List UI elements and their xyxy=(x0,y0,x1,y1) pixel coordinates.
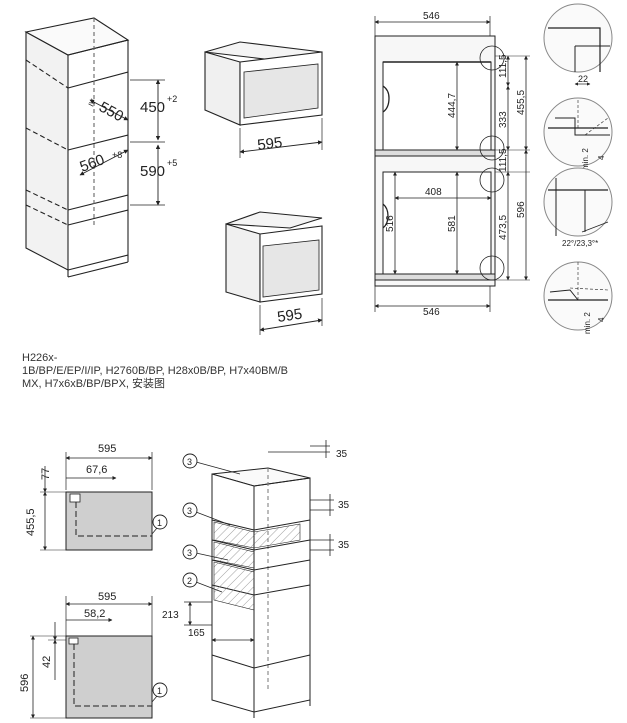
ventilation-callout-d-circle xyxy=(182,572,198,588)
section-lower-596: 596 xyxy=(516,201,527,218)
appliance-lower xyxy=(225,211,323,335)
appliance-upper-width: 595 xyxy=(256,134,283,154)
detail-4 xyxy=(543,261,613,331)
front-lower-height: 596 xyxy=(19,674,31,692)
detail-4-value: 4 xyxy=(597,317,606,322)
detail-1 xyxy=(543,3,613,86)
front-upper-67-6: 67,6 xyxy=(86,464,107,476)
section-upper-height-right: 455,5 xyxy=(516,90,527,115)
ventilation-callout-c-circle xyxy=(182,544,198,560)
detail-2 xyxy=(543,97,613,167)
detail-1-value: 22 xyxy=(578,74,588,84)
section-upper-inner-height: 444,7 xyxy=(447,93,458,118)
detail-3-angle: 22°/23,3°* xyxy=(562,239,598,248)
section-lower-111-5: 111,5 xyxy=(498,148,509,172)
niche-depth-prefix: ≥ xyxy=(87,96,98,109)
model-caption: H226x- 1B/BP/E/EP/I/IP, H2760B/BP, H28x0… xyxy=(22,352,362,391)
ventilation-35-b: 35 xyxy=(338,500,350,511)
ventilation-callout-a-circle xyxy=(182,453,198,469)
section-bottom-width: 546 xyxy=(423,307,440,318)
front-lower-58-2: 58,2 xyxy=(84,608,105,620)
ventilation-callout-a: 3 xyxy=(187,457,192,467)
section-lower-581: 581 xyxy=(447,215,458,232)
ventilation-35-a: 35 xyxy=(336,449,348,460)
niche-upper-height-label: 450 xyxy=(140,99,165,116)
ventilation-callout-c: 3 xyxy=(187,548,192,558)
front-upper-width: 595 xyxy=(98,443,116,455)
detail-3 xyxy=(543,167,613,237)
section-view xyxy=(374,16,530,312)
section-upper-333: 333 xyxy=(498,111,509,128)
ventilation-213: 213 xyxy=(162,610,179,621)
caption-line-1: H226x- xyxy=(22,352,58,364)
detail-2-value: 4 xyxy=(597,155,606,160)
front-upper xyxy=(40,452,168,551)
detail-4-min: min. 2 xyxy=(583,312,592,334)
niche-lower-height-label: 590 xyxy=(140,163,165,180)
front-upper-callout: 1 xyxy=(157,518,162,528)
front-upper-height: 455,5 xyxy=(25,508,37,536)
ventilation-callout-b: 3 xyxy=(187,506,192,516)
ventilation-callout-b-circle xyxy=(182,502,198,518)
niche-lower-width-tolerance: +8 xyxy=(112,150,122,160)
front-lower xyxy=(30,596,168,719)
caption-line-3: MX, H7x6xB/BP/BPX, 安装图 xyxy=(22,378,166,390)
niche-lower-height-tolerance: +5 xyxy=(167,158,177,168)
niche-isometric xyxy=(24,17,165,278)
appliance-upper xyxy=(204,41,323,158)
caption-line-2: 1B/BP/E/EP/I/IP, H2760B/BP, H28x0B/BP, H… xyxy=(22,365,288,377)
section-lower-408: 408 xyxy=(425,187,442,198)
section-upper-111-5: 111,5 xyxy=(498,54,509,78)
appliance-lower-width: 595 xyxy=(276,306,303,326)
front-lower-width: 595 xyxy=(98,591,116,603)
section-top-width: 546 xyxy=(423,11,440,22)
front-upper-77: 77 xyxy=(40,468,52,480)
ventilation-35-c: 35 xyxy=(338,540,350,551)
ventilation-callout-d: 2 xyxy=(187,576,192,586)
front-lower-callout: 1 xyxy=(157,686,162,696)
ventilation-165: 165 xyxy=(188,628,205,639)
section-lower-473-5: 473,5 xyxy=(498,215,509,240)
niche-upper-height-tolerance: +2 xyxy=(167,94,177,104)
section-lower-516: 516 xyxy=(385,215,396,232)
niche-depth-label: 550 xyxy=(96,99,126,126)
detail-2-min: min. 2 xyxy=(581,148,590,170)
ventilation-cabinet xyxy=(184,440,334,718)
niche-lower-width-label: 560 xyxy=(78,151,107,176)
front-lower-42: 42 xyxy=(41,656,53,668)
